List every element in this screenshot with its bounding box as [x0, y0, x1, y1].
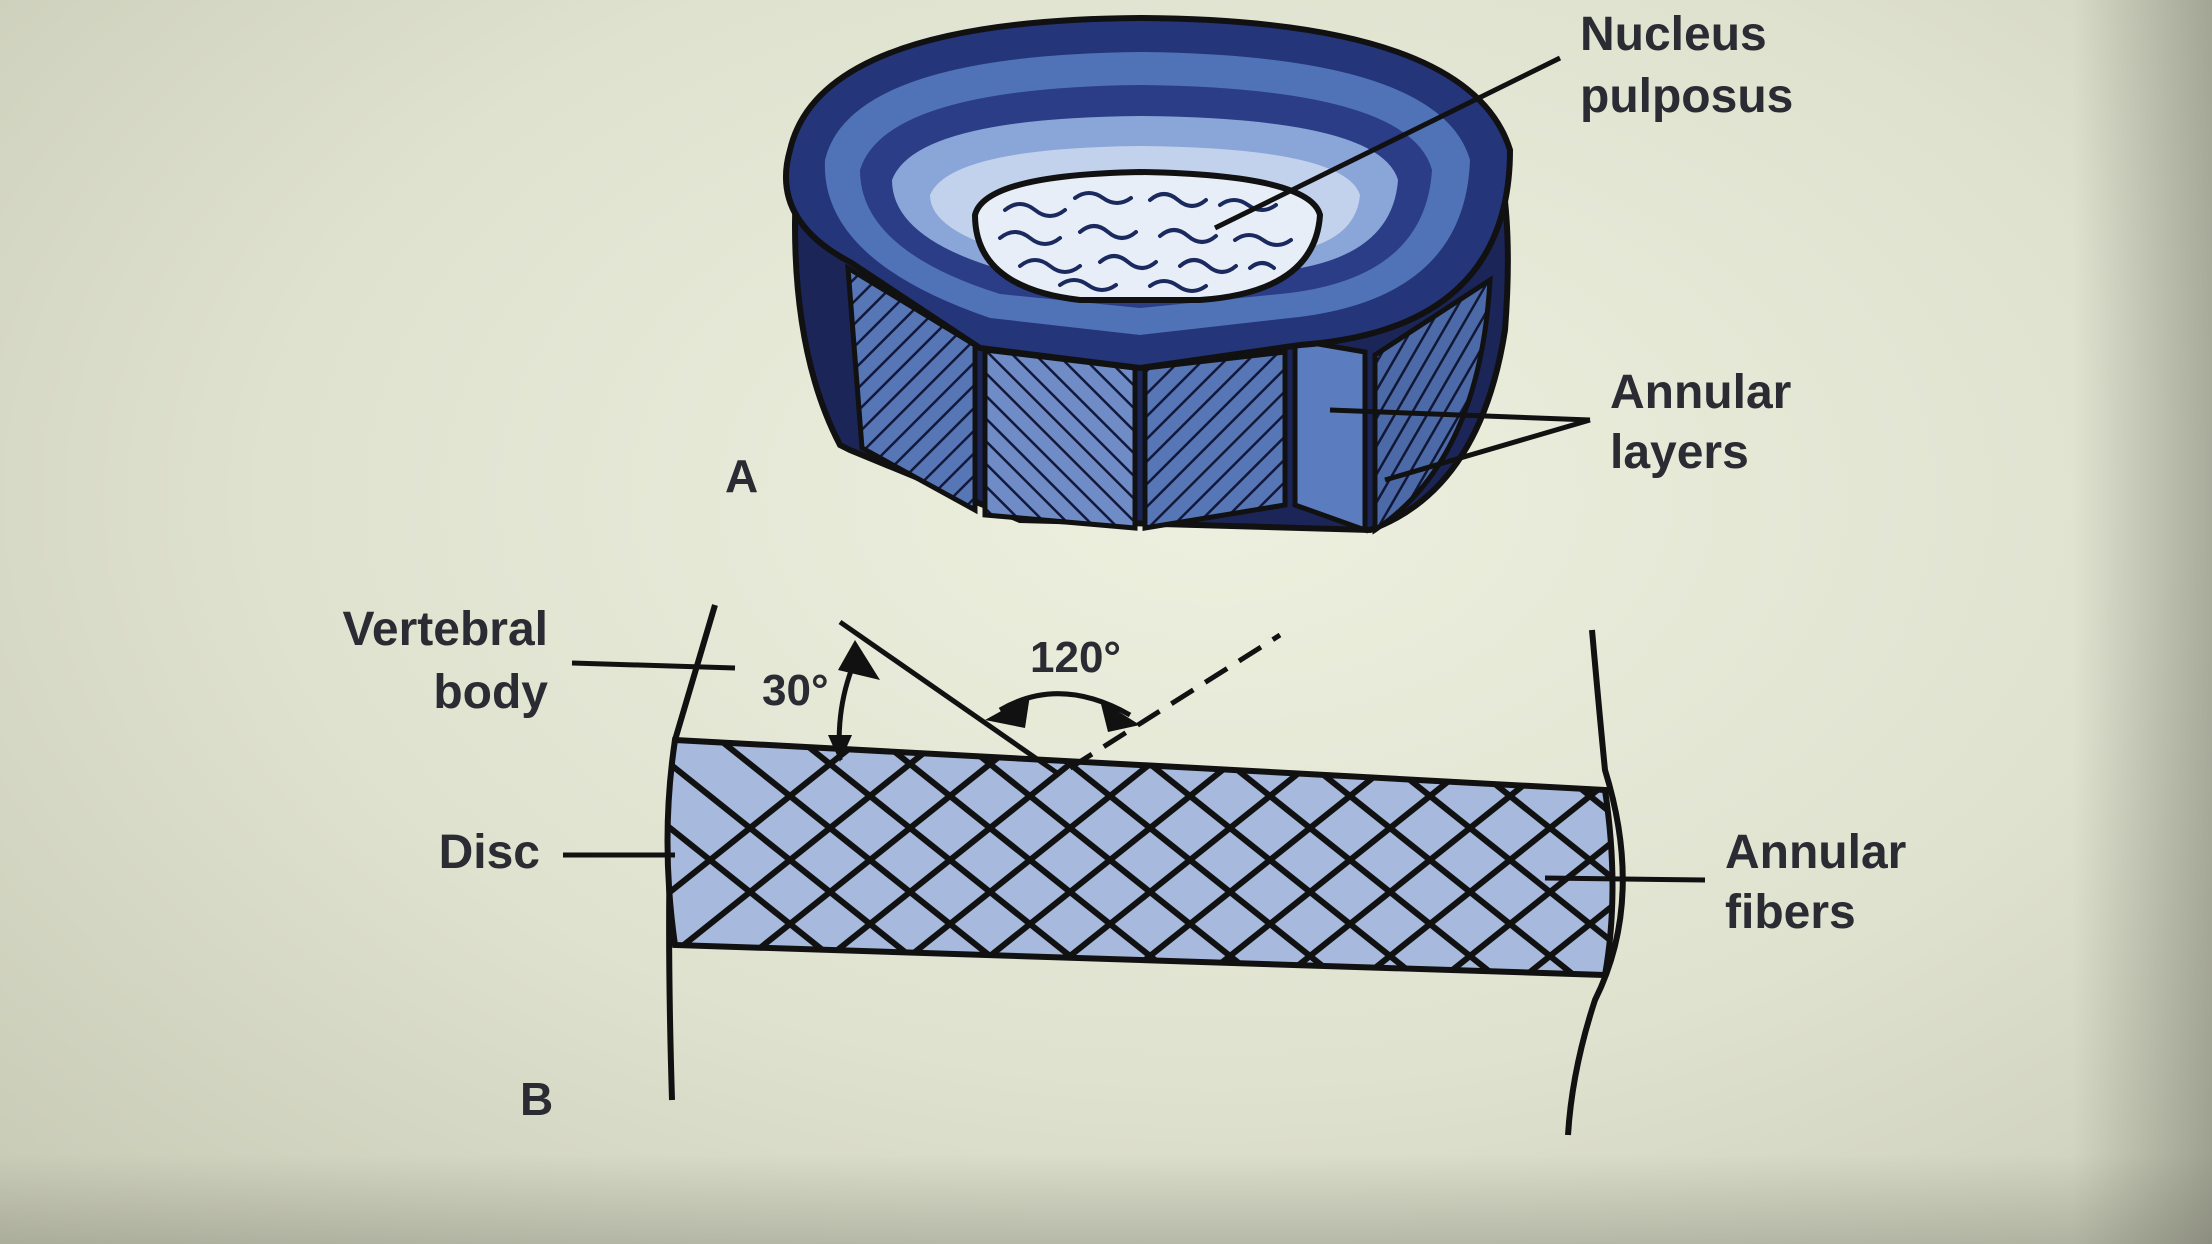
nucleus-pulposus-label-line1: Nucleus	[1580, 8, 1767, 61]
annular-layers-label-line2: layers	[1610, 426, 1749, 479]
photo-edge-shadow-bottom	[0, 1154, 2212, 1244]
annular-layers-leader-1	[1329, 407, 1591, 423]
angle-construction	[563, 619, 1706, 883]
disc-label: Disc	[439, 826, 540, 879]
nucleus-leader-line	[1213, 55, 1562, 231]
vertebral-body-label-line1: Vertebral	[343, 603, 548, 656]
fiber-direction-line-dashed	[1068, 632, 1282, 771]
cut-face-2	[982, 347, 1138, 531]
annulus-block	[783, 14, 1591, 535]
panel-letter-a: A	[725, 450, 758, 502]
photo-edge-shadow-right	[2072, 0, 2212, 1244]
cut-face-3	[1142, 349, 1288, 531]
nucleus-texture	[998, 191, 1293, 293]
angle-30-label: 30°	[762, 666, 829, 715]
angle-30-arrowhead-bottom	[828, 735, 852, 762]
cut-face-4	[1292, 337, 1368, 534]
angle-120-label: 120°	[1030, 633, 1121, 682]
nucleus-pulposus-label-line2: pulposus	[1580, 70, 1793, 123]
vertebral-body-leader	[571, 660, 736, 671]
annular-fibers-label-line2: fibers	[1725, 886, 1856, 939]
annular-fibers-label-line1: Annular	[1725, 826, 1906, 879]
angle-30-arrowhead-top	[838, 640, 880, 680]
annular-fibers-leader	[1544, 875, 1706, 883]
angle-120-arc	[998, 691, 1132, 718]
fiber-direction-line-solid	[838, 619, 1062, 778]
vertebral-body-label-line2: body	[433, 666, 548, 719]
panel-letter-b: B	[520, 1073, 553, 1125]
angle-120-arrowhead-right	[1100, 700, 1140, 732]
angle-120-arrowhead-left	[985, 695, 1030, 728]
cut-face-5	[1372, 275, 1493, 535]
annular-layers-leader-2	[1384, 417, 1591, 483]
annular-layers-label-line1: Annular	[1610, 366, 1791, 419]
